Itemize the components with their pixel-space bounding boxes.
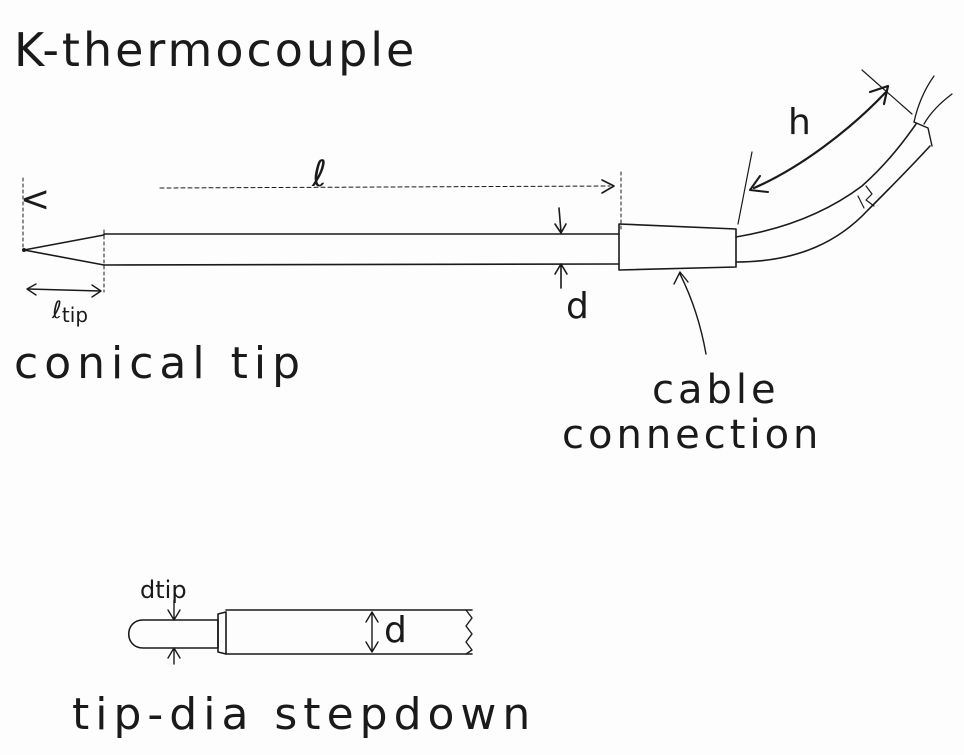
connection-pointer <box>673 271 707 355</box>
diameter-top-arrow <box>554 207 567 234</box>
length-label: ℓ <box>311 154 327 195</box>
main-probe: < ℓ d ℓtip conical tip <box>14 69 953 458</box>
wire-one <box>913 75 935 123</box>
tip-length-label: ℓtip <box>51 296 88 327</box>
shaft-bottom-edge <box>103 263 620 266</box>
diagram-title: K-thermocouple <box>14 23 417 77</box>
cable-length-arrowhead-top <box>868 84 890 106</box>
connection-caption-line2: connection <box>562 412 822 458</box>
stepdown-collar <box>217 611 227 655</box>
cable-connection-sleeve <box>618 223 737 271</box>
cable-upper-edge <box>735 123 917 238</box>
tip-point <box>22 248 26 252</box>
cable-length-arrowhead-bottom <box>749 175 769 193</box>
stepdown-caption: tip-dia stepdown <box>72 689 536 740</box>
length-dimension-line <box>159 185 611 189</box>
connection-caption-line1: cable <box>652 367 780 413</box>
left-start-marker: < <box>20 179 50 220</box>
stepdown-probe: d dtip tip-dia stepdown <box>72 576 536 740</box>
cable-length-arrow <box>752 90 888 190</box>
cable-end <box>913 121 933 147</box>
stepdown-break-line <box>465 609 473 655</box>
wire-two <box>923 93 953 125</box>
cable-cut-mark <box>857 185 875 209</box>
tip-diameter-top-arrow <box>167 599 181 621</box>
stepdown-tip <box>128 619 219 649</box>
conical-tip-caption: conical tip <box>14 338 306 389</box>
tip-length-dimension-line <box>27 288 101 292</box>
diameter-bottom-arrow <box>554 263 568 289</box>
tip-length-arrows <box>26 283 102 298</box>
tip-diameter-bottom-arrow <box>167 647 181 665</box>
cable-start-extension-line <box>737 151 753 225</box>
diameter-label: d <box>566 286 589 327</box>
length-arrowhead <box>601 179 615 194</box>
cable-length-label: h <box>788 102 811 143</box>
conical-tip <box>23 234 105 266</box>
tip-diameter-label: dtip <box>140 576 187 604</box>
cable-lower-edge <box>735 145 931 263</box>
stepdown-diameter-label: d <box>384 610 407 651</box>
stepdown-diameter-arrow <box>365 611 379 653</box>
